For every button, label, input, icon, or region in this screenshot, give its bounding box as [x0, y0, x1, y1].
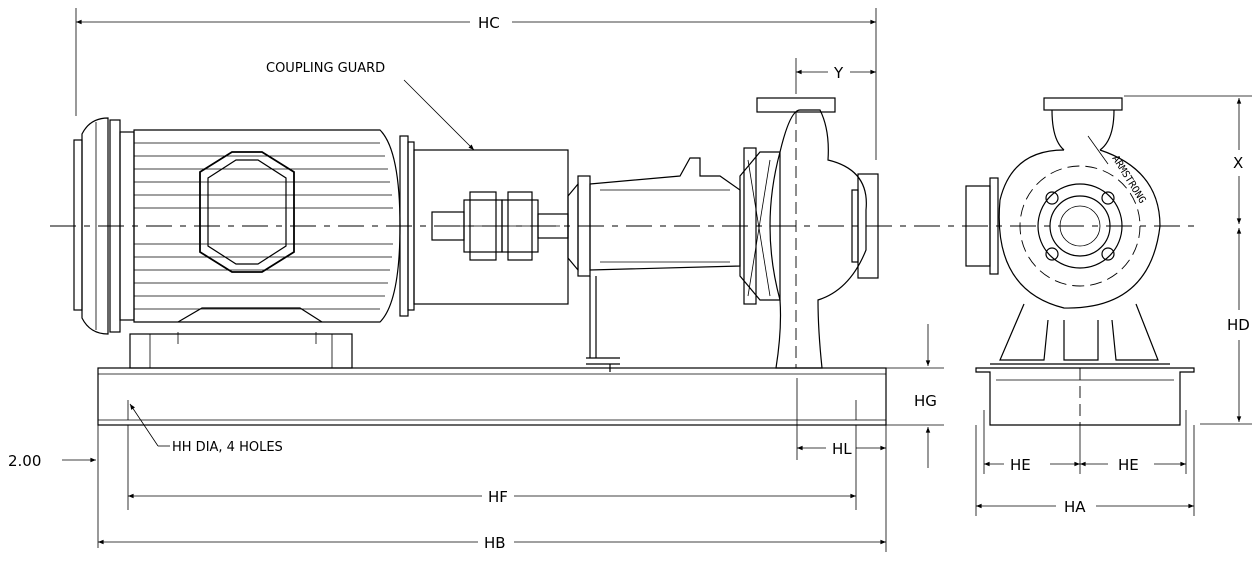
bearing-frame: [567, 157, 741, 372]
svg-text:HB: HB: [484, 534, 506, 552]
motor-fins: [134, 142, 393, 310]
dimension-hf: HF: [127, 425, 857, 510]
svg-text:X: X: [1233, 154, 1243, 172]
svg-text:HA: HA: [1064, 498, 1086, 516]
svg-text:HC: HC: [478, 14, 500, 32]
dimension-y: Y: [795, 58, 876, 94]
dimension-hb: HB: [98, 460, 887, 552]
pump-end-view: ARMSTRONG: [965, 97, 1195, 426]
svg-text:HF: HF: [488, 488, 508, 506]
dimension-he: HE HE: [983, 425, 1187, 474]
dimension-x: X: [1124, 95, 1252, 224]
svg-text:HH DIA, 4 HOLES: HH DIA, 4 HOLES: [172, 440, 283, 455]
svg-text:COUPLING GUARD: COUPLING GUARD: [266, 61, 385, 76]
svg-text:HD: HD: [1227, 316, 1250, 334]
motor: [73, 117, 415, 369]
coupling-guard: [413, 149, 569, 305]
svg-text:Y: Y: [833, 64, 844, 82]
svg-text:HG: HG: [914, 392, 937, 410]
dimension-offset: 2.00: [8, 425, 99, 548]
dimension-ha: HA: [975, 425, 1195, 516]
baseplate: [97, 367, 887, 426]
svg-text:2.00: 2.00: [8, 452, 41, 470]
pump-casing-side: [739, 97, 879, 369]
dimension-hl: HL: [796, 420, 887, 460]
callout-hh-holes: HH DIA, 4 HOLES: [129, 403, 283, 455]
dimension-hc: HC: [75, 8, 877, 160]
svg-text:HE: HE: [1010, 456, 1031, 474]
svg-text:HE: HE: [1118, 456, 1139, 474]
dimension-hg: HG: [886, 324, 944, 468]
callout-coupling-guard: COUPLING GUARD: [266, 61, 475, 151]
dimension-hd: HD: [1200, 228, 1252, 425]
brand-lettering: ARMSTRONG: [1109, 154, 1147, 206]
coupling: [431, 191, 569, 261]
svg-text:HL: HL: [832, 440, 852, 458]
